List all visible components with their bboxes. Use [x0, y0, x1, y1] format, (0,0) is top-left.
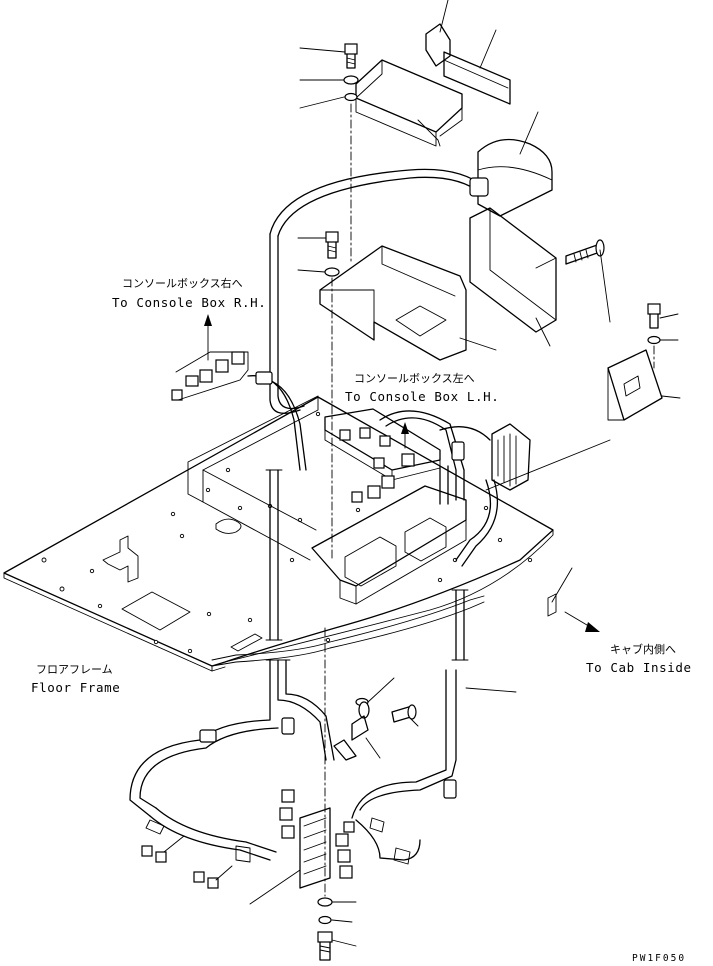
leader-lines	[163, 0, 681, 947]
bolt-bottom	[317, 931, 333, 961]
console-rh-label-jp: コンソールボックス右へ	[122, 276, 243, 290]
console-lh-panel	[311, 408, 467, 605]
harness-routes	[129, 168, 498, 861]
bolt-floor	[391, 704, 417, 723]
washer-1	[343, 75, 359, 85]
bolt-right	[647, 303, 661, 329]
top-bracket-a	[355, 59, 463, 147]
console-rh-label-en: To Console Box R.H.	[112, 295, 266, 310]
cab-inside-label-en: To Cab Inside	[586, 660, 692, 675]
washer-6	[317, 897, 333, 907]
console-lh-label-jp: コンソールボックス左へ	[354, 372, 475, 385]
centerlines	[324, 103, 655, 897]
washer-7	[318, 915, 332, 925]
bracket-middle	[319, 245, 467, 361]
console-lh-label-en: To Console Box L.H.	[345, 389, 499, 404]
cover-cap	[477, 138, 553, 217]
washer-2	[344, 92, 358, 102]
floor-frame-label-jp: フロアフレーム	[36, 663, 113, 676]
connectors-lh	[339, 427, 415, 503]
bolt-top-left	[344, 43, 358, 69]
washer-3	[324, 267, 340, 277]
top-bracket-b	[425, 23, 511, 105]
controller-box	[469, 207, 557, 333]
connectors-rh	[171, 351, 249, 401]
washer-4	[647, 335, 661, 345]
cab-inside-label-jp: キャブ内側へ	[610, 642, 676, 656]
bolt-long	[565, 239, 605, 265]
floor-frame-plate	[3, 395, 554, 672]
bolt-mid-left	[325, 231, 339, 259]
connectors-bottom	[141, 593, 557, 889]
bracket-right	[607, 349, 663, 421]
drawing-code: PW1F050	[632, 953, 686, 964]
arrows	[204, 314, 600, 632]
ground-terminal	[333, 701, 370, 761]
floor-frame-label-en: Floor Frame	[31, 680, 120, 695]
connector-block	[491, 423, 531, 491]
